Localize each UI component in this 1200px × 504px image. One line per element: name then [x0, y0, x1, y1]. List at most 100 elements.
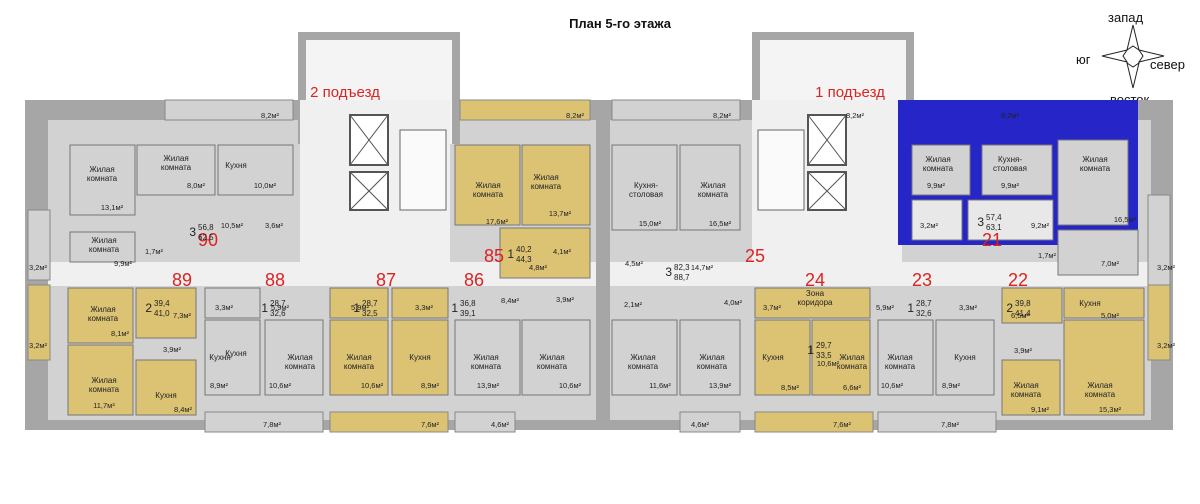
room-name: Кухня [225, 349, 246, 358]
room-area: 7,0м² [1101, 259, 1120, 268]
apartment-number-85: 85 [484, 246, 504, 266]
loggia-89 [27, 284, 51, 361]
apt-24-hall [754, 287, 871, 319]
room-area: 8,9м² [421, 381, 440, 390]
room-area: 17,6м² [486, 217, 509, 226]
room-area: 4,0м² [724, 298, 743, 307]
room-area: 5,9м² [271, 303, 290, 312]
apartment-rooms-23: 1 [907, 301, 914, 315]
room-area: 2,1м² [624, 300, 643, 309]
room-area: 8,4м² [174, 405, 193, 414]
room-area: 8,4м² [501, 296, 520, 305]
central-wall [596, 100, 610, 420]
apartment-rooms-89: 2 [145, 301, 152, 315]
room-area: 8,0м² [187, 181, 206, 190]
apartment-number-87: 87 [376, 270, 396, 290]
room-name: Кухня [954, 353, 975, 362]
apt-24-kitchen [754, 319, 811, 396]
room-area: 9,1м² [1031, 405, 1050, 414]
room-area: 3,3м² [415, 303, 434, 312]
apartment-number-89: 89 [172, 270, 192, 290]
room-area: 5,0м² [1101, 311, 1120, 320]
room-area: 11,6м² [649, 381, 671, 390]
apt-89-room1 [67, 287, 134, 344]
room-area: 13,1м² [101, 203, 124, 212]
apt-87-kitchen [391, 319, 449, 396]
apartment-area-living-86: 36,8 [460, 299, 476, 308]
apartment-area-total-21: 63,1 [986, 223, 1002, 232]
room-area: 6,5м² [1011, 311, 1030, 320]
room-area: 9,2м² [1031, 221, 1050, 230]
room-area: 10,5м² [221, 221, 244, 230]
apartment-area-total-22: 41,4 [1015, 309, 1031, 318]
apartment-rooms-90: 3 [189, 225, 196, 239]
room-name: Кухня [762, 353, 783, 362]
room-area: 3,2м² [1157, 263, 1176, 272]
room-area: 10,6м² [817, 359, 840, 368]
room-name: Кухня [1079, 299, 1100, 308]
apartment-number-23: 23 [912, 270, 932, 290]
apartment-area-total-86: 39,1 [460, 309, 476, 318]
apartment-rooms-85: 1 [507, 247, 514, 261]
room-area: 3,2м² [1157, 341, 1176, 350]
apartment-number-90: 90 [198, 230, 218, 250]
compass-west-label: запад [1108, 10, 1144, 25]
room-area: 10,6м² [269, 381, 292, 390]
apartment-rooms-25: 3 [665, 265, 672, 279]
entrance-label: 2 подъезд [310, 84, 380, 101]
room-area: 5,9м² [351, 303, 370, 312]
apt-22-room [1063, 319, 1145, 416]
apt-85-hall [499, 227, 591, 279]
apartment-area-living-85: 40,2 [516, 245, 532, 254]
room-area: 3,9м² [1014, 346, 1033, 355]
apt-87-room [329, 319, 389, 396]
room-area: 3,3м² [215, 303, 234, 312]
apartment-area-total-85: 44,3 [516, 255, 532, 264]
staircase-left [399, 129, 447, 211]
staircase-right [757, 129, 805, 211]
apartment-number-22: 22 [1008, 270, 1028, 290]
room-area: 13,9м² [477, 381, 500, 390]
apartment-area-living-88: 28,7 [270, 299, 286, 308]
room-area: 13,7м² [549, 209, 572, 218]
room-area: 3,6м² [265, 221, 284, 230]
apartment-area-total-87: 32,5 [362, 309, 378, 318]
apartment-area-living-87: 28,7 [362, 299, 378, 308]
room-area: 8,9м² [942, 381, 961, 390]
room-area: 8,9м² [210, 381, 229, 390]
room-area: 10,0м² [254, 181, 277, 190]
room-area: 13,9м² [709, 381, 732, 390]
room-area: 3,2м² [29, 341, 48, 350]
apartment-area-total-89: 41,0 [154, 309, 170, 318]
room-area: 7,3м² [173, 311, 192, 320]
apartment-area-living-25: 82,3 [674, 263, 690, 272]
room-area: 10,6м² [881, 381, 904, 390]
apartment-area-total-88: 32,6 [270, 309, 286, 318]
apartment-number-88: 88 [265, 270, 285, 290]
apt-85-kitchen [521, 144, 591, 226]
room-area: 8,2м² [1001, 111, 1020, 120]
room-area: 4,5м² [625, 259, 644, 268]
room-area: 6,6м² [843, 383, 862, 392]
loggia-87 [329, 411, 449, 433]
apartment-area-total-25: 88,7 [674, 273, 690, 282]
room-area: 3,7м² [763, 303, 782, 312]
apartment-rooms-88: 1 [261, 301, 268, 315]
loggia-24 [754, 411, 874, 433]
room-area: 7,8м² [263, 420, 282, 429]
room-area: 3,2м² [29, 263, 48, 272]
